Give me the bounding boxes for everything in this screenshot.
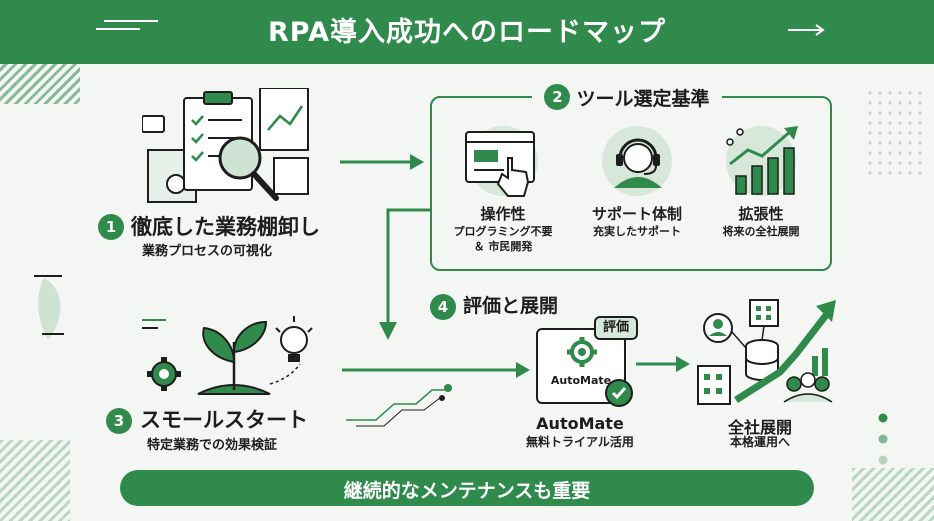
maintenance-banner-text: 継続的なメンテナンスも重要 (343, 480, 591, 502)
automate-trial-sub: 無料トライアル活用 (526, 435, 634, 449)
step-1-subtitle: 業務プロセスの可視化 (142, 244, 273, 259)
criterion-support-title: サポート体制 (591, 205, 682, 223)
step-2-number: 2 (544, 84, 571, 110)
flow-arrow-2-to-3 (379, 208, 430, 340)
rollout-title: 全社展開 (727, 418, 792, 437)
automate-name: AutoMate (536, 414, 624, 433)
inventory-illustration (142, 88, 309, 203)
flow-arrow-automate-to-rollout (636, 356, 690, 372)
step-2-title: ツール選定基準 (576, 87, 710, 110)
automate-gear-icon (567, 337, 597, 367)
rollout-illustration (697, 299, 836, 405)
evaluation-badge: 評価 (594, 316, 638, 340)
title-arrow-icon (788, 24, 825, 36)
title-bar (0, 0, 934, 64)
step-1-title: 徹底した業務棚卸し (131, 215, 320, 239)
flow-arrow-1-to-2 (340, 154, 424, 170)
vertical-dots-decor (878, 413, 888, 465)
leaf-decor-left (34, 275, 64, 340)
step-3-title: スモールスタート (140, 408, 308, 432)
small-start-illustration (142, 316, 313, 395)
growth-chart-icon (726, 126, 798, 195)
criterion-scalability-sub1: 将来の全社展開 (722, 225, 800, 238)
hatch-decor-bottom-right (852, 468, 934, 521)
rollout-subtitle: 本格運用へ (729, 435, 790, 449)
criterion-scalability-title: 拡張性 (738, 205, 784, 223)
usability-icon (465, 131, 535, 197)
check-badge-icon (605, 379, 633, 407)
step-4-title: 評価と展開 (463, 295, 559, 317)
circuit-decor (346, 384, 452, 427)
step-3-subtitle: 特定業務での効果検証 (147, 438, 278, 453)
title-hatch-right (840, 0, 934, 64)
flow-arrow-3-to-4 (342, 362, 530, 378)
headset-icon (614, 138, 662, 188)
automate-logo-text: AutoMate (550, 374, 612, 387)
step-1-number: 1 (98, 214, 124, 240)
hatch-decor-bottom-left (0, 440, 70, 521)
criterion-usability-title: 操作性 (480, 205, 526, 223)
dot-grid-decor (865, 88, 925, 178)
step-3-number: 3 (106, 408, 132, 434)
step-4-number: 4 (430, 294, 456, 320)
page-title: RPA導入成功へのロードマップ (268, 17, 666, 48)
criterion-usability-sub1: プログラミング不要 (453, 225, 553, 238)
criterion-support-sub1: 充実したサポート (593, 225, 681, 238)
title-decor-lines (96, 20, 158, 30)
tool-criteria-header: 2 ツール選定基準 (532, 84, 722, 110)
criterion-usability-sub2: ＆ 市民開発 (473, 240, 533, 253)
title-hatch-left (0, 48, 80, 104)
maintenance-banner (120, 470, 814, 506)
